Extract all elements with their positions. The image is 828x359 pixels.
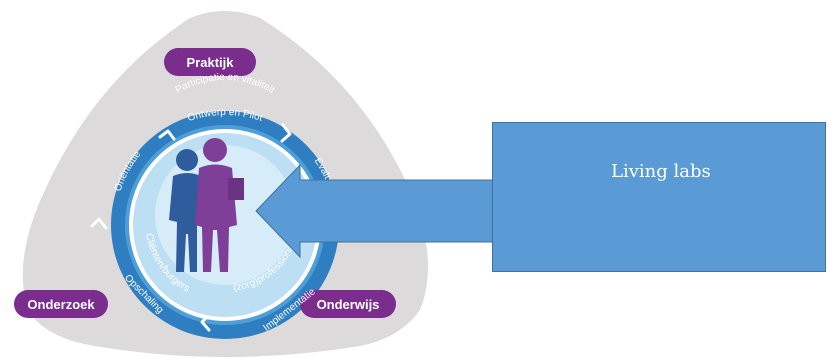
callout-label: Living labs — [611, 161, 711, 182]
pill-praktijk-label: Praktijk — [187, 55, 235, 70]
professional-person-icon — [195, 138, 244, 272]
pill-onderwijs: Onderwijs — [300, 290, 396, 318]
pill-praktijk: Praktijk — [164, 48, 256, 76]
chevron-bottom-icon — [200, 313, 211, 332]
chevron-left-icon — [90, 217, 108, 230]
chevron-top-left-icon — [158, 129, 176, 141]
client-person-icon — [169, 149, 205, 272]
living-labs-callout: Living labs — [492, 122, 826, 272]
pill-onderzoek: Onderzoek — [14, 290, 108, 318]
pill-onderzoek-label: Onderzoek — [27, 297, 95, 312]
chevron-top-right-icon — [280, 123, 292, 143]
pill-onderwijs-label: Onderwijs — [317, 297, 380, 312]
callout-arrow — [255, 163, 495, 259]
